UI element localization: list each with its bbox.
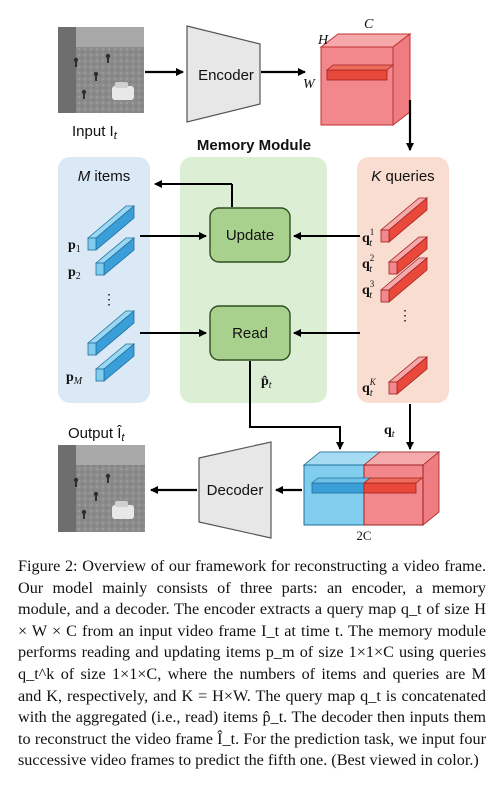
query-vector-bar bbox=[326, 69, 388, 81]
figure-caption: Figure 2: Overview of our framework for … bbox=[18, 556, 486, 772]
decoder-label: Decoder bbox=[207, 482, 264, 499]
item-label-pM: pM bbox=[66, 370, 83, 387]
dim-w-label: W bbox=[303, 77, 316, 92]
encoder-block bbox=[186, 25, 261, 123]
read-label: Read bbox=[232, 325, 268, 342]
update-block bbox=[209, 207, 291, 263]
query-map-label: qt bbox=[384, 423, 395, 440]
memory-module-panel bbox=[180, 157, 327, 403]
read-output-label: p̂t bbox=[261, 374, 272, 391]
query-bar bbox=[387, 236, 429, 275]
memory-module-title: Memory Module bbox=[197, 137, 311, 154]
input-label: Input It bbox=[72, 123, 118, 142]
concat-width-label: 2C bbox=[356, 528, 371, 543]
read-block bbox=[209, 305, 291, 361]
output-label: Output Ît bbox=[68, 425, 125, 444]
query-bar bbox=[379, 197, 429, 243]
concatenated-cube bbox=[302, 451, 441, 526]
query-bar bbox=[379, 257, 429, 303]
items-ellipsis: ⋮ bbox=[102, 293, 116, 308]
items-header: M items bbox=[78, 168, 131, 185]
query-map-cube bbox=[319, 32, 412, 127]
caption-text: Figure 2: Overview of our framework for … bbox=[18, 557, 486, 770]
encoder-label: Encoder bbox=[198, 67, 254, 84]
memory-item-bar bbox=[86, 310, 136, 356]
arrow-read-to-concat bbox=[249, 361, 344, 450]
query-bar bbox=[387, 356, 429, 395]
output-frame-image bbox=[58, 445, 145, 532]
framework-diagram: Input It Encoder H C W Memory Module M i… bbox=[58, 17, 449, 543]
item-label-p1: p1 bbox=[68, 238, 81, 255]
input-frame-image bbox=[58, 27, 144, 113]
dim-h-label: H bbox=[317, 33, 329, 48]
memory-item-bar bbox=[94, 237, 136, 276]
dim-c-label: C bbox=[364, 17, 374, 32]
item-label-p2: p2 bbox=[68, 265, 81, 282]
queries-ellipsis: ⋮ bbox=[398, 309, 412, 324]
memory-item-bar bbox=[94, 343, 136, 382]
decoder-block bbox=[198, 441, 272, 539]
memory-item-bar bbox=[86, 205, 136, 251]
queries-header: K queries bbox=[371, 168, 434, 185]
update-label: Update bbox=[226, 227, 274, 244]
